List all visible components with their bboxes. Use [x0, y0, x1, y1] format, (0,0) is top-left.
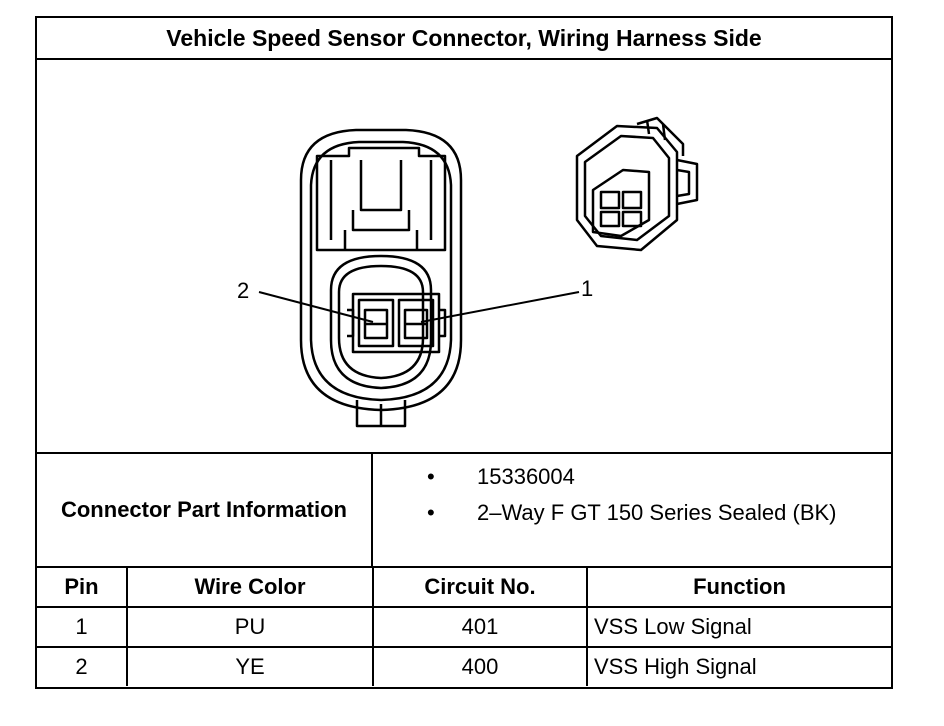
connector-latch: [315, 146, 447, 252]
part-info-heading: Connector Part Information: [37, 454, 373, 566]
table-row: 2 YE 400 VSS High Signal: [37, 646, 891, 686]
callout-leader-1: [420, 291, 580, 323]
connector-outer-shell: [299, 128, 463, 412]
connector-outer-shell-inner: [309, 140, 453, 402]
part-info-list: • 15336004 • 2–Way F GT 150 Series Seale…: [373, 454, 891, 566]
diagram-frame: Vehicle Speed Sensor Connector, Wiring H…: [35, 16, 893, 689]
cell-wire-color: PU: [126, 606, 374, 648]
part-info-item: • 2–Way F GT 150 Series Sealed (BK): [427, 500, 837, 526]
pin-table: Pin Wire Color Circuit No. Function 1 PU…: [37, 568, 891, 686]
header-circuit: Circuit No.: [372, 568, 588, 608]
cell-pin: 2: [37, 646, 128, 686]
cell-circuit: 401: [372, 606, 588, 648]
header-function: Function: [586, 568, 891, 608]
header-pin: Pin: [37, 568, 128, 608]
connector-iso-view: [575, 116, 699, 252]
cell-circuit: 400: [372, 646, 588, 686]
pin-table-header: Pin Wire Color Circuit No. Function: [37, 568, 891, 608]
cell-function: VSS High Signal: [586, 646, 891, 686]
header-wire-color: Wire Color: [126, 568, 374, 608]
bullet-icon: •: [427, 500, 435, 525]
connector-drawing: [258, 116, 699, 428]
connector-mating-face: [329, 254, 433, 390]
table-row: 1 PU 401 VSS Low Signal: [37, 606, 891, 648]
cell-function: VSS Low Signal: [586, 606, 891, 648]
cell-wire-color: YE: [126, 646, 374, 686]
part-description: 2–Way F GT 150 Series Sealed (BK): [477, 500, 837, 525]
callout-label-2: 2: [237, 278, 250, 303]
connector-figure: 2 1: [37, 60, 891, 452]
callout-label-1: 1: [581, 276, 594, 301]
part-number: 15336004: [477, 464, 575, 489]
connector-part-info: Connector Part Information • 15336004 • …: [37, 452, 891, 568]
part-info-item: • 15336004: [427, 464, 575, 490]
diagram-title: Vehicle Speed Sensor Connector, Wiring H…: [37, 18, 891, 60]
bullet-icon: •: [427, 464, 435, 489]
callout-leader-2: [258, 291, 374, 323]
cell-pin: 1: [37, 606, 128, 648]
